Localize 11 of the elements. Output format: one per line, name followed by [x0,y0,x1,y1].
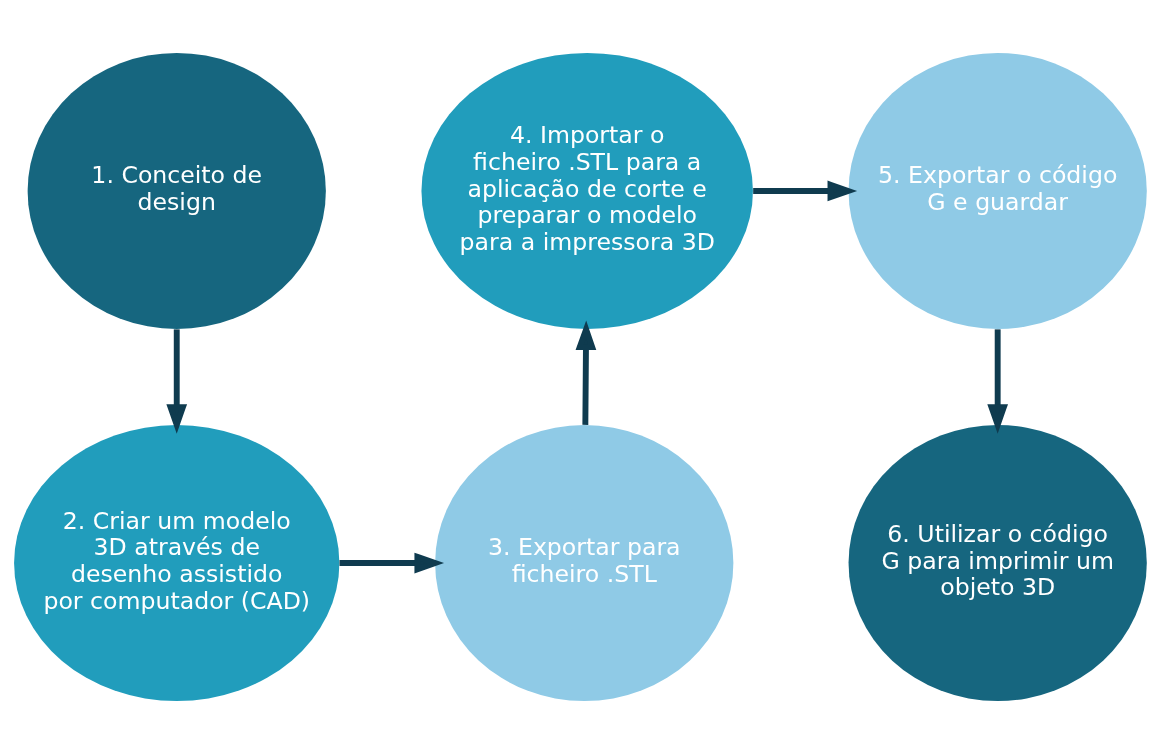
node-ellipse: 2. Criar um modelo 3D através de desenho assistido por computador (CAD) [14,424,340,701]
node-circle: 5. Exportar o código G e guardar [848,52,1147,329]
node-circle: 3. Exportar para ficheiro .STL [435,424,734,701]
arrow [166,328,188,434]
node-circle: 6. Utilizar o código G para imprimir um objeto 3D [848,424,1147,701]
arrow [987,328,1009,434]
arrow [575,319,597,425]
arrow [339,552,445,573]
node-circle: 1. Conceito de design [27,52,326,329]
arrow [753,180,858,201]
node-ellipse: 4. Importar o ficheiro .STL para a aplicação de corte e preparar o modelo para a impressora 3D [421,52,753,329]
